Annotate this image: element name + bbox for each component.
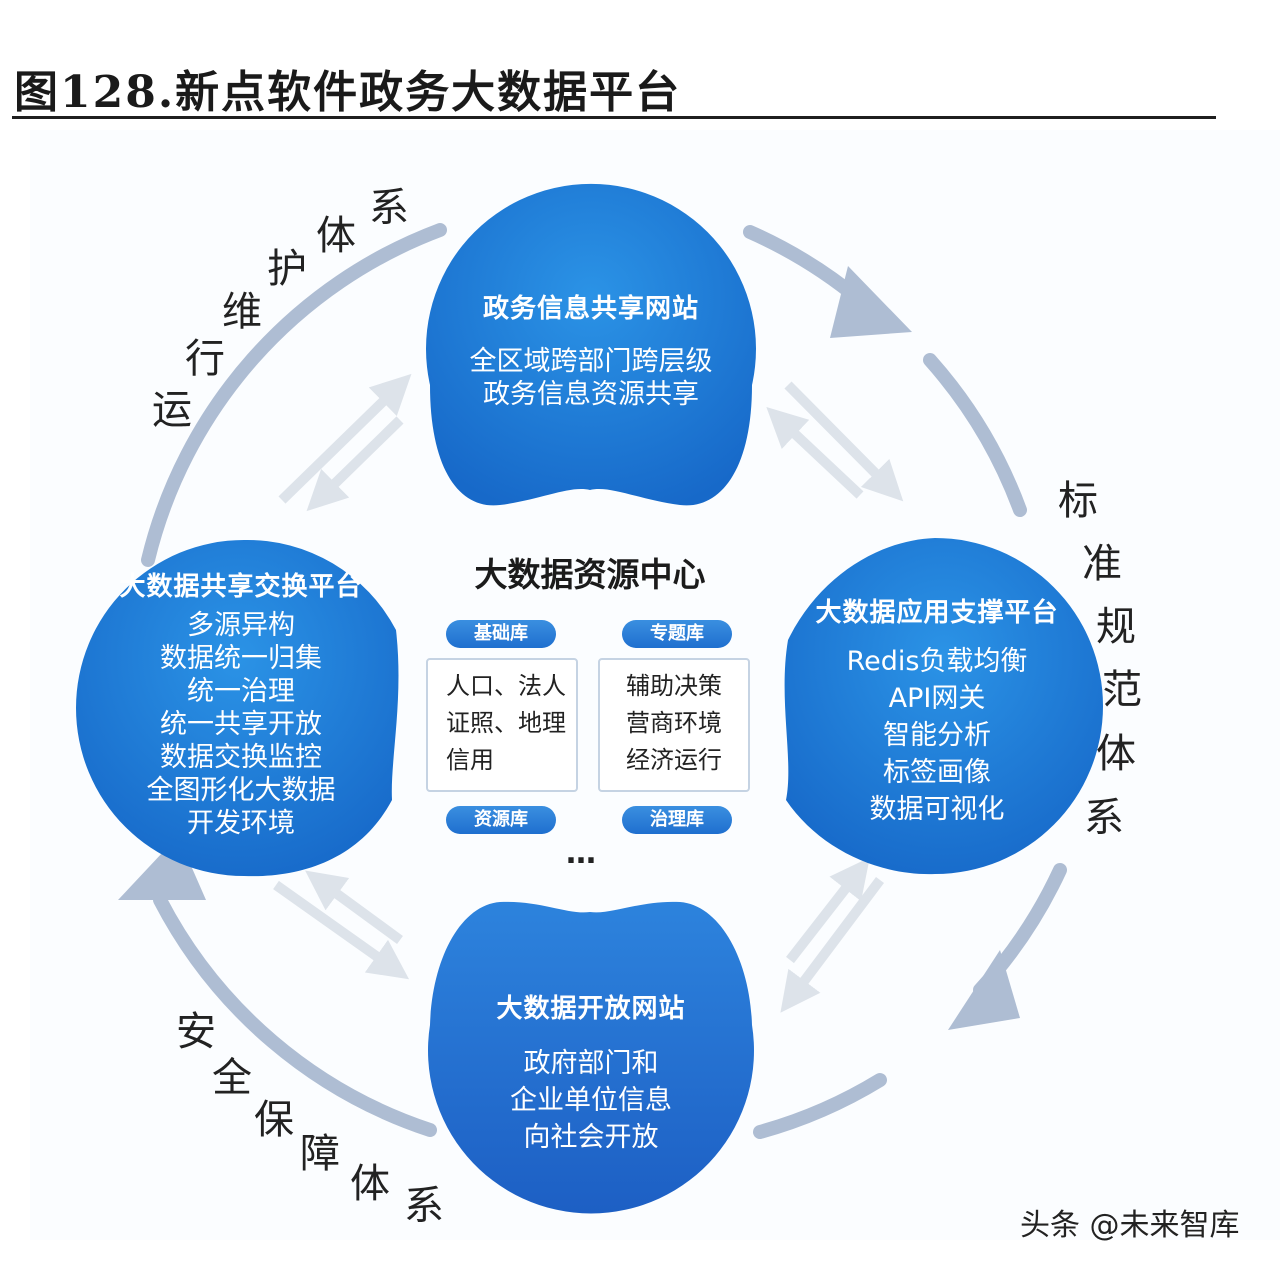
node-bottom: 大数据开放网站 政府部门和 企业单位信息 向社会开放 (440, 988, 742, 1156)
node-top-shape (425, 183, 757, 506)
ring-char-sec-6: 系 (404, 1183, 444, 1229)
node-top-line-1: 全区域跨部门跨层级 (469, 346, 713, 377)
ring-arrow-top-right (830, 266, 912, 338)
ring-char-std-2: 准 (1082, 541, 1122, 587)
ring-char-sec-2: 全 (212, 1055, 252, 1101)
ring-char-std-3: 规 (1096, 604, 1136, 650)
ring-char-ops-2: 行 (185, 336, 225, 382)
tag-base-library: 基础库 (446, 620, 556, 648)
node-right-line-4: 标签画像 (883, 757, 991, 788)
node-left-line-1: 多源异构 (187, 610, 295, 641)
arrow-bottom-to-left (305, 870, 403, 945)
ring-char-ops-5: 体 (316, 213, 356, 259)
ring-char-std-6: 系 (1084, 795, 1124, 841)
ring-char-std-5: 体 (1096, 731, 1136, 777)
more-ellipsis: … (566, 836, 598, 871)
arrow-bottom-to-right (786, 857, 870, 964)
ring-arc-operations (141, 223, 447, 567)
node-left-line-3: 统一治理 (187, 676, 295, 707)
node-left: 大数据共享交换平台 多源异构 数据统一归集 统一治理 统一共享开放 数据交换监控… (100, 566, 382, 840)
node-bottom-line-2: 企业单位信息 (510, 1085, 672, 1116)
tag-topic-library: 专题库 (622, 620, 732, 648)
base-library-line-1: 人口、法人 (446, 672, 566, 700)
node-left-line-5: 数据交换监控 (160, 742, 322, 773)
node-bottom-shape (428, 901, 754, 1214)
watermark: 头条 @未来智库 (1020, 1208, 1240, 1243)
ring-arc-bottom (753, 1073, 887, 1139)
arrow-left-to-bottom (273, 880, 410, 980)
node-right-line-3: 智能分析 (883, 720, 991, 751)
title-divider (12, 116, 1216, 119)
ring-char-ops-3: 维 (222, 289, 262, 335)
topic-library-line-1: 辅助决策 (626, 672, 722, 700)
topic-library-box: 辅助决策 营商环境 经济运行 (598, 658, 750, 792)
ring-char-ops-1: 运 (152, 387, 192, 433)
figure-title: 图128.新点软件政务大数据平台 (14, 67, 682, 118)
tag-resource-library: 资源库 (446, 806, 556, 834)
ring-char-std-4: 范 (1102, 667, 1142, 713)
topic-library-line-2: 营商环境 (626, 709, 722, 737)
node-right-shape (784, 538, 1103, 875)
node-top: 政务信息共享网站 全区域跨部门跨层级 政务信息资源共享 (440, 288, 742, 411)
node-left-line-6: 全图形化大数据 (146, 775, 336, 806)
inner-arrows (273, 373, 904, 1013)
node-right-line-2: API网关 (888, 683, 986, 714)
node-bottom-line-3: 向社会开放 (523, 1122, 659, 1153)
node-left-line-2: 数据统一归集 (160, 643, 322, 674)
node-right-line-1: Redis负载均衡 (846, 646, 1028, 677)
node-right-title: 大数据应用支撑平台 (815, 598, 1059, 628)
arrow-top-to-right (784, 381, 904, 502)
node-left-line-7: 开发环境 (187, 808, 295, 839)
ring-char-sec-4: 障 (300, 1131, 340, 1177)
node-top-line-2: 政务信息资源共享 (483, 379, 699, 410)
node-right: 大数据应用支撑平台 Redis负载均衡 API网关 智能分析 标签画像 数据可视… (794, 592, 1080, 828)
arrow-left-to-top (278, 373, 412, 504)
center-title: 大数据资源中心 (474, 555, 706, 594)
ring-char-std-1: 标 (1058, 478, 1098, 524)
node-bottom-title: 大数据开放网站 (496, 994, 686, 1024)
node-left-title: 大数据共享交换平台 (119, 572, 363, 602)
ring-char-sec-1: 安 (176, 1009, 216, 1055)
ring-char-sec-5: 体 (350, 1161, 390, 1207)
ring-arc-security (153, 893, 437, 1137)
tag-governance-library: 治理库 (622, 806, 732, 834)
ring-arc-standards (923, 353, 1027, 517)
base-library-line-3: 信用 (446, 746, 494, 774)
node-top-title: 政务信息共享网站 (482, 294, 699, 324)
ring-char-sec-3: 保 (254, 1097, 294, 1143)
node-left-line-4: 统一共享开放 (160, 709, 322, 740)
ring-char-ops-6: 系 (369, 185, 409, 231)
node-left-shape (76, 539, 399, 877)
node-bottom-line-1: 政府部门和 (523, 1048, 659, 1079)
topic-library-line-3: 经济运行 (626, 746, 722, 774)
arrow-right-to-top (766, 407, 864, 499)
ring-arrow-bottom-right (948, 950, 1020, 1030)
node-right-line-5: 数据可视化 (869, 794, 1005, 825)
ring-char-ops-4: 护 (267, 246, 307, 292)
arrow-top-to-left (306, 416, 404, 512)
base-library-box: 人口、法人 证照、地理 信用 (426, 658, 578, 792)
base-library-line-2: 证照、地理 (446, 709, 566, 737)
